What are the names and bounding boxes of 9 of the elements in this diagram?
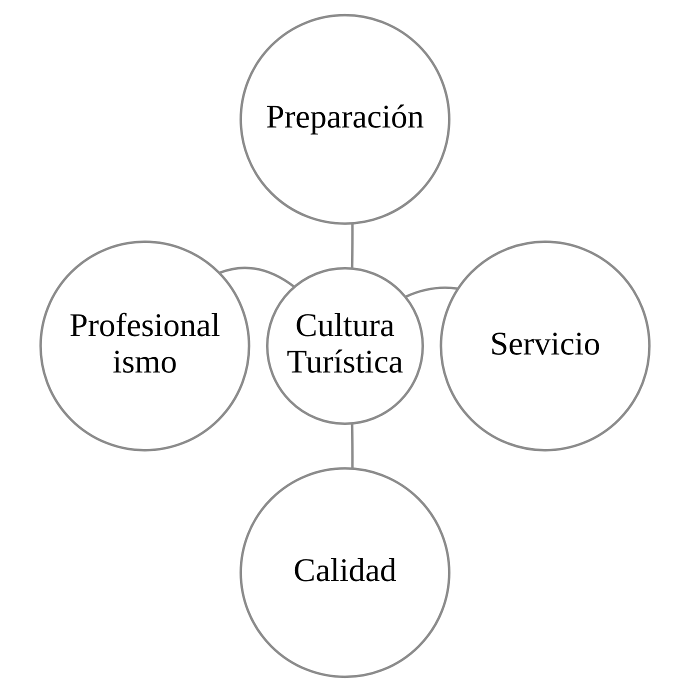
connector	[350, 424, 354, 469]
connector	[406, 286, 458, 298]
node-circle: Preparación	[240, 14, 450, 225]
node-circle: Cultura Turística	[266, 267, 424, 425]
node-circle: Calidad	[240, 467, 450, 678]
connector	[220, 266, 295, 288]
node-circle: Profesional ismo	[39, 240, 250, 452]
connector	[350, 224, 354, 269]
node-circle: Servicio	[440, 240, 651, 452]
